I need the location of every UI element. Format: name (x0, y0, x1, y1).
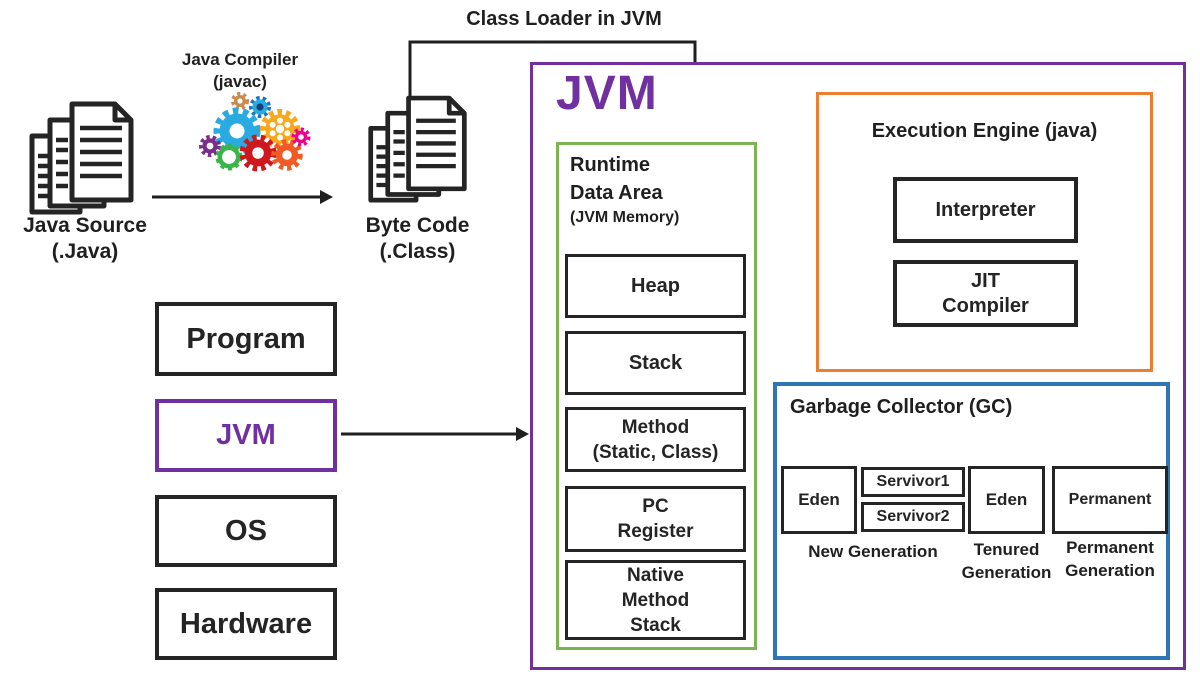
java-source-docs-icon (26, 100, 138, 220)
runtime-data-area-subtitle: (JVM Memory) (570, 209, 680, 226)
byte-code-docs-icon (366, 92, 470, 210)
source-to-bytecode-arrowhead (320, 190, 333, 204)
jvm-container-title: JVM (556, 67, 658, 120)
class-loader-label: Class Loader in JVM (466, 8, 662, 30)
gc-label-new-generation: New Generation (808, 542, 938, 561)
runtime-box-method: Method (Static, Class) (565, 407, 746, 472)
layer-box-os: OS (155, 495, 337, 567)
java-compiler-gears-icon (199, 92, 311, 172)
java-compiler-label: Java Compiler (181, 50, 299, 69)
gc-cell-permanent: Permanent (1052, 466, 1168, 534)
engine-box-interpreter: Interpreter (893, 177, 1078, 243)
runtime-box-native-method-stack: Native Method Stack (565, 560, 746, 640)
execution-engine-title: Execution Engine (java) (871, 120, 1098, 142)
garbage-collector-title: Garbage Collector (GC) (790, 396, 1013, 418)
byte-code-extension: (.Class) (379, 240, 456, 263)
runtime-box-heap: Heap (565, 254, 746, 318)
gc-label-permanent-generation: Permanent Generation (1065, 538, 1155, 580)
gc-cell-eden-1: Eden (781, 466, 857, 534)
layer-box-program: Program (155, 302, 337, 376)
layer-box-hardware: Hardware (155, 588, 337, 660)
runtime-box-stack: Stack (565, 331, 746, 395)
layer-box-jvm: JVM (155, 399, 337, 472)
runtime-box-pc-register: PC Register (565, 486, 746, 552)
byte-code-label: Byte Code (365, 214, 470, 237)
java-source-label: Java Source (23, 214, 147, 237)
jvm-layer-arrowhead (516, 427, 529, 441)
gc-cell-servivor2: Servivor2 (861, 502, 965, 532)
runtime-data-area-title: Runtime Data Area (570, 154, 663, 204)
gc-cell-eden-2: Eden (968, 466, 1045, 534)
engine-box-jit-compiler: JIT Compiler (893, 260, 1078, 327)
gc-label-tenured-generation: Tenured Generation (961, 540, 1052, 582)
java-source-extension: (.Java) (51, 240, 119, 263)
gc-cell-servivor1: Servivor1 (861, 467, 965, 497)
java-compiler-extension: (javac) (213, 72, 267, 91)
